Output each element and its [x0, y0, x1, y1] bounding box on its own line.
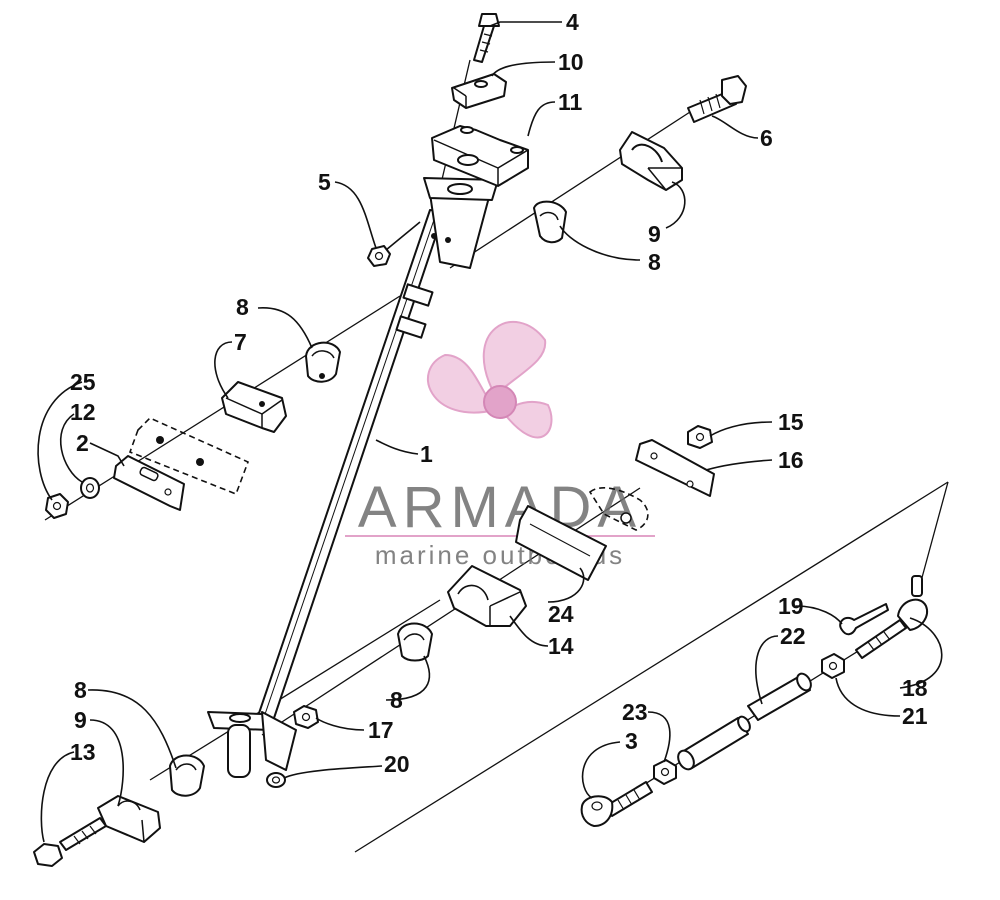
- bushing-8-upper: [533, 200, 567, 244]
- callout-14: 14: [548, 633, 574, 659]
- callout-9-upper: 9: [648, 221, 661, 247]
- callout-2: 2: [76, 430, 89, 456]
- nut-21: [821, 653, 845, 679]
- callout-25: 25: [70, 369, 96, 395]
- callout-4: 4: [566, 9, 579, 35]
- callout-21: 21: [902, 703, 928, 729]
- callout-8-left: 8: [236, 294, 249, 320]
- washer-20: [266, 772, 286, 788]
- callout-18: 18: [902, 675, 928, 701]
- plate-16: [635, 439, 715, 497]
- bushing-8-left: [305, 341, 341, 383]
- support-block-11: [431, 125, 529, 187]
- cotter-pin-19: [839, 603, 889, 636]
- block-9-upper: [619, 131, 683, 191]
- callout-13: 13: [70, 739, 96, 765]
- callout-numbers: 1 2 3 4 5 6 7 8 8 8 8 9 9 10 11 12 13 14…: [70, 9, 928, 777]
- nut-23-jam: [653, 759, 677, 785]
- bushing-8-lower-middle: [397, 622, 433, 662]
- callout-16: 16: [778, 447, 804, 473]
- callout-8-upper: 8: [648, 249, 661, 275]
- callout-22: 22: [780, 623, 806, 649]
- callout-8-lower: 8: [74, 677, 87, 703]
- cap-10: [451, 73, 507, 109]
- mount-outline-dashed: [588, 487, 649, 531]
- tie-rod-end-3: [580, 781, 653, 827]
- washer-12: [80, 477, 100, 499]
- plate-24: [515, 505, 607, 581]
- block-9-lower: [97, 795, 161, 843]
- bolt-13: [33, 817, 107, 867]
- callout-23: 23: [622, 699, 648, 725]
- watermark-brand: ARMADA: [358, 475, 642, 540]
- callout-7: 7: [234, 329, 247, 355]
- callout-24: 24: [548, 601, 574, 627]
- callout-leader-lines: [37, 21, 943, 843]
- rod-sleeve-22: [747, 672, 812, 721]
- callout-1: 1: [420, 441, 433, 467]
- callout-15: 15: [778, 409, 804, 435]
- callout-20: 20: [384, 751, 410, 777]
- callout-10: 10: [558, 49, 584, 75]
- callout-3: 3: [625, 728, 638, 754]
- block-14: [447, 565, 527, 627]
- rod-tube-23: [677, 715, 751, 771]
- callout-6: 6: [760, 125, 773, 151]
- callout-9-lower: 9: [74, 707, 87, 733]
- callout-8-middle: 8: [390, 687, 403, 713]
- steering-post: [207, 177, 499, 778]
- callout-5: 5: [318, 169, 331, 195]
- bushing-8-lower-left: [169, 754, 205, 797]
- clamp-plate-2: [113, 455, 185, 511]
- nut-15: [687, 425, 713, 449]
- callout-11: 11: [558, 89, 583, 115]
- callout-19: 19: [778, 593, 804, 619]
- bolt-4: [473, 13, 500, 63]
- nut-5: [367, 245, 391, 267]
- callout-12: 12: [70, 399, 96, 425]
- callout-17: 17: [368, 717, 394, 743]
- nut-25: [45, 493, 69, 519]
- nut-17: [293, 705, 319, 729]
- bracket-outline-dashed: [128, 417, 250, 496]
- block-7: [221, 381, 287, 433]
- bolt-6: [687, 75, 747, 123]
- propeller-logo-icon: [427, 321, 553, 439]
- assembly-axis-lines: [44, 59, 949, 853]
